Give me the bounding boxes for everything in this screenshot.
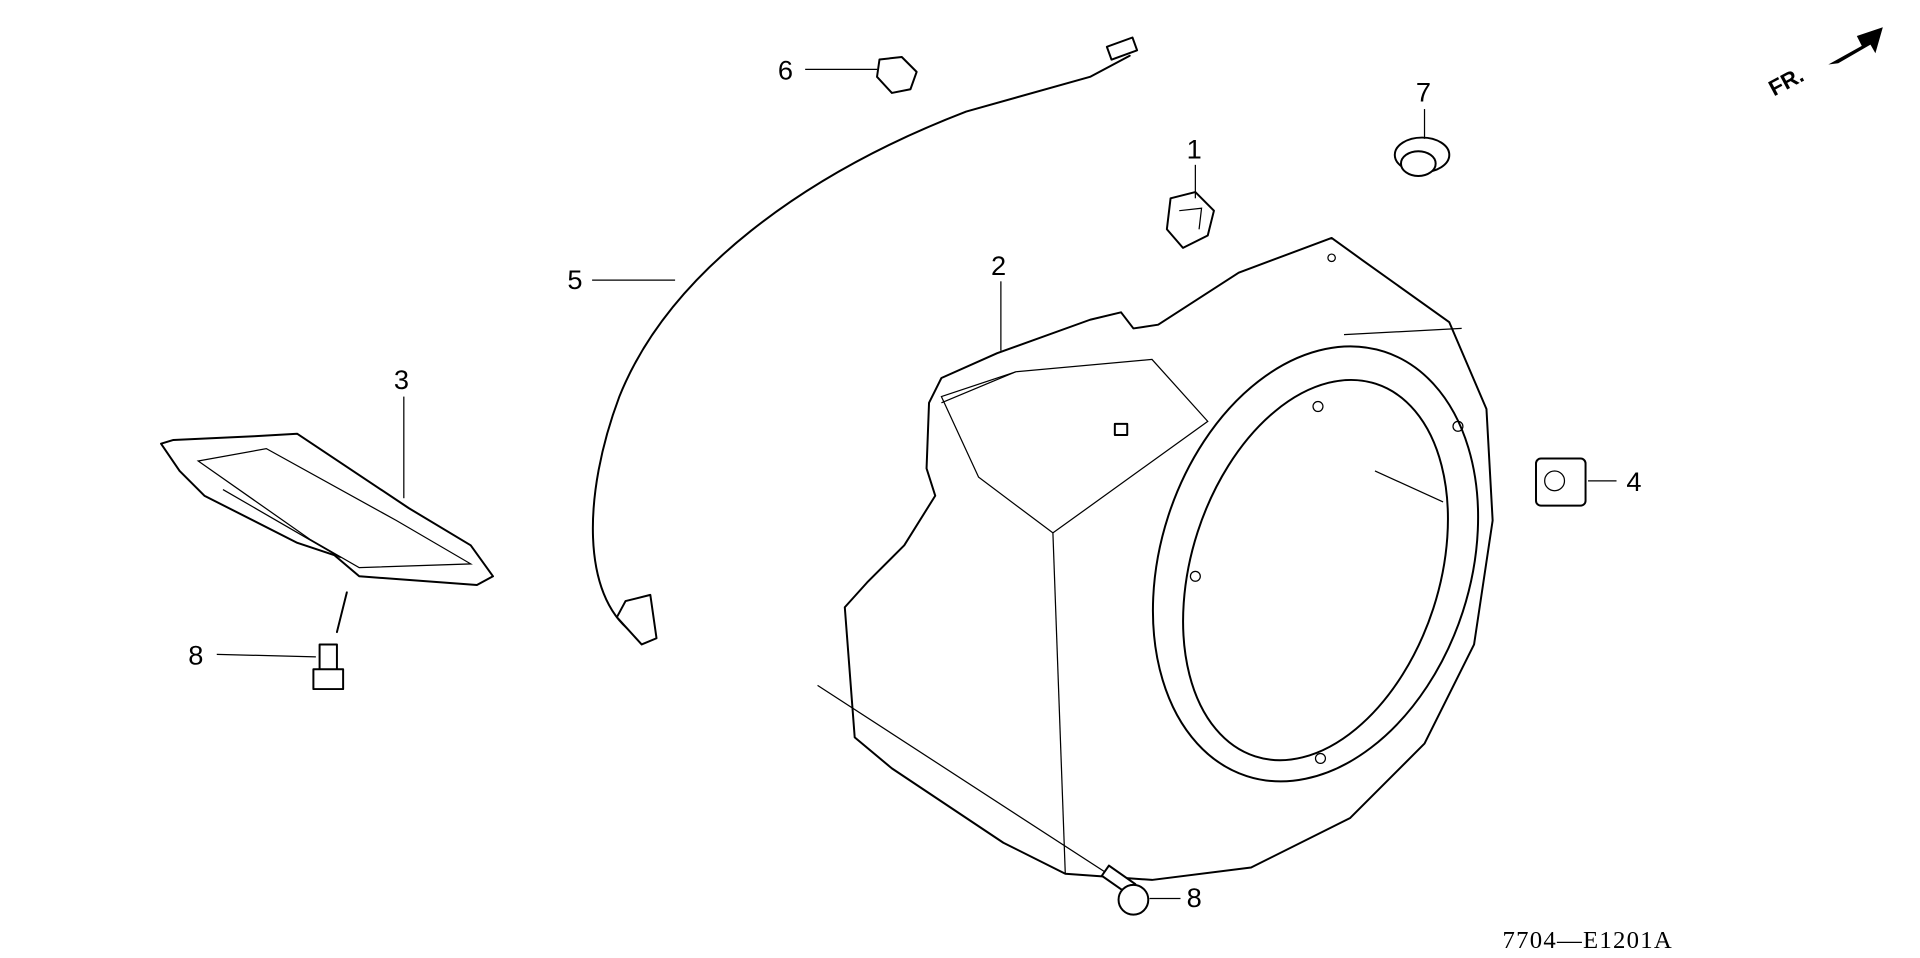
bolt-part xyxy=(312,643,345,691)
callout-3: 3 xyxy=(394,364,409,499)
diagram-code: 7704—E1201A xyxy=(1503,927,1673,954)
nut-part xyxy=(1535,457,1587,507)
svg-text:8: 8 xyxy=(1187,882,1202,913)
shroud-plate-part xyxy=(160,432,494,586)
svg-text:4: 4 xyxy=(1626,466,1641,497)
bolt-part xyxy=(1100,864,1150,916)
arrow-icon xyxy=(1828,27,1883,65)
callout-2: 2 xyxy=(991,250,1006,351)
clip-part xyxy=(1165,191,1215,249)
leader-line xyxy=(817,684,1122,883)
svg-text:7: 7 xyxy=(1416,77,1431,108)
callout-6: 6 xyxy=(778,54,878,85)
callout-8-left: 8 xyxy=(188,639,316,670)
callout-8-bottom: 8 xyxy=(1149,882,1202,913)
svg-text:5: 5 xyxy=(567,264,582,295)
front-direction-indicator: FR. xyxy=(1764,27,1883,101)
svg-text:6: 6 xyxy=(778,54,793,85)
front-label: FR. xyxy=(1764,62,1807,101)
callout-5: 5 xyxy=(567,264,676,295)
svg-text:8: 8 xyxy=(188,639,203,670)
callout-7: 7 xyxy=(1416,77,1431,139)
callout-1: 1 xyxy=(1187,134,1202,199)
clamp-part xyxy=(876,56,918,94)
fan-cover-part xyxy=(843,236,1494,881)
grommet-part xyxy=(1393,136,1451,177)
callout-4: 4 xyxy=(1588,466,1642,497)
cable-part xyxy=(591,36,1139,646)
svg-text:3: 3 xyxy=(394,364,409,395)
svg-text:2: 2 xyxy=(991,250,1006,281)
leader-line xyxy=(335,591,348,634)
svg-text:1: 1 xyxy=(1187,134,1202,165)
